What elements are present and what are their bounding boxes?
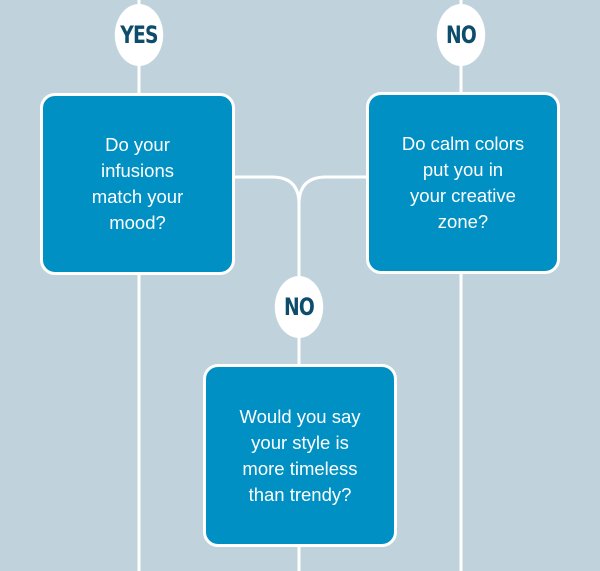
- no-badge-middle-label: NO: [283, 293, 315, 321]
- question-box-infusions: Do your infusions match your mood?: [40, 93, 235, 275]
- yes-badge: YES: [114, 4, 164, 66]
- line: match your: [91, 186, 184, 207]
- right-to-center-connector: [297, 175, 367, 205]
- line: put you in: [422, 159, 504, 180]
- line: mood?: [109, 212, 166, 233]
- line: Would you say: [239, 405, 361, 427]
- yes-badge-label: YES: [120, 21, 158, 49]
- line: your style is: [251, 431, 349, 453]
- question-box-calm-colors: Do calm colors put you in your creative …: [366, 92, 560, 274]
- line: more timeless: [242, 457, 358, 479]
- no-badge-middle: NO: [274, 276, 324, 338]
- no-badge-top-label: NO: [445, 21, 477, 49]
- line: your creative: [410, 185, 516, 206]
- question-text-timeless-style: Would you say your style is more timeles…: [240, 404, 361, 508]
- question-box-timeless-style: Would you say your style is more timeles…: [203, 364, 397, 547]
- line: Do calm colors: [401, 133, 525, 154]
- line: Do your: [105, 134, 170, 155]
- left-to-center-connector: [233, 175, 301, 205]
- question-text-infusions: Do your infusions match your mood?: [92, 132, 184, 236]
- question-text-calm-colors: Do calm colors put you in your creative …: [402, 131, 524, 235]
- line: zone?: [437, 211, 489, 232]
- no-badge-top: NO: [436, 4, 486, 66]
- line: than trendy?: [248, 483, 352, 505]
- line: infusions: [100, 160, 174, 181]
